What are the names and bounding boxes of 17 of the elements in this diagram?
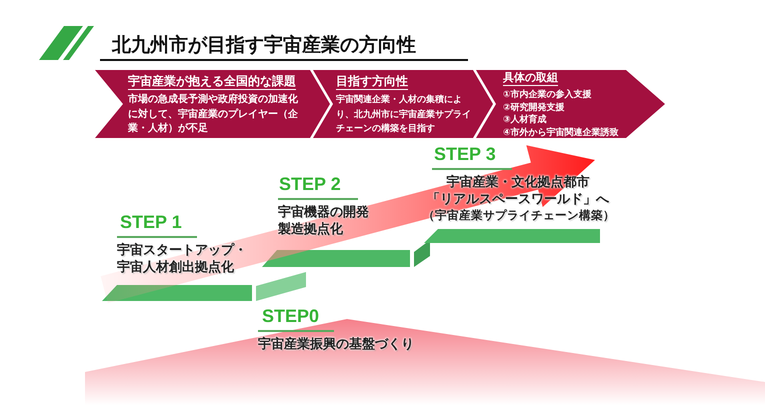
list-item: ③人材育成 — [503, 114, 548, 126]
step-description: 宇宙スタートアップ・宇宙人材創出拠点化 — [117, 242, 248, 276]
step-heading: STEP 2 — [279, 173, 341, 195]
chevron-heading: 目指す方向性 — [336, 74, 408, 90]
chevron-text: 宇宙関連企業・人材の集積により、北九州市に宇宙産業サプライチェーンの構築を目指す — [336, 93, 472, 136]
list-item: ④市外から宇宙関連企業誘致 — [503, 126, 620, 139]
step-description: 宇宙機器の開発製造拠点化 — [278, 204, 370, 238]
step-heading: STEP0 — [262, 305, 320, 327]
chevron-heading: 宇宙産業が抱える全国的な課題 — [128, 74, 296, 90]
step-heading: STEP 1 — [120, 211, 182, 233]
list-item: ①市内企業の参入支援 — [503, 89, 593, 102]
chevron-text: 市場の急成長予測や政府投資の加速化に対して、宇宙産業のプレイヤー（企業・人材）が不足 — [128, 93, 299, 136]
list-item: ②研究開発支援 — [503, 102, 566, 114]
step-description: 宇宙産業振興の基盤づくり — [258, 336, 415, 353]
chevron-heading: 具体の取組 — [503, 71, 558, 86]
title: 北九州市が目指す宇宙産業の方向性 — [112, 33, 416, 57]
step-heading: STEP 3 — [434, 143, 496, 165]
